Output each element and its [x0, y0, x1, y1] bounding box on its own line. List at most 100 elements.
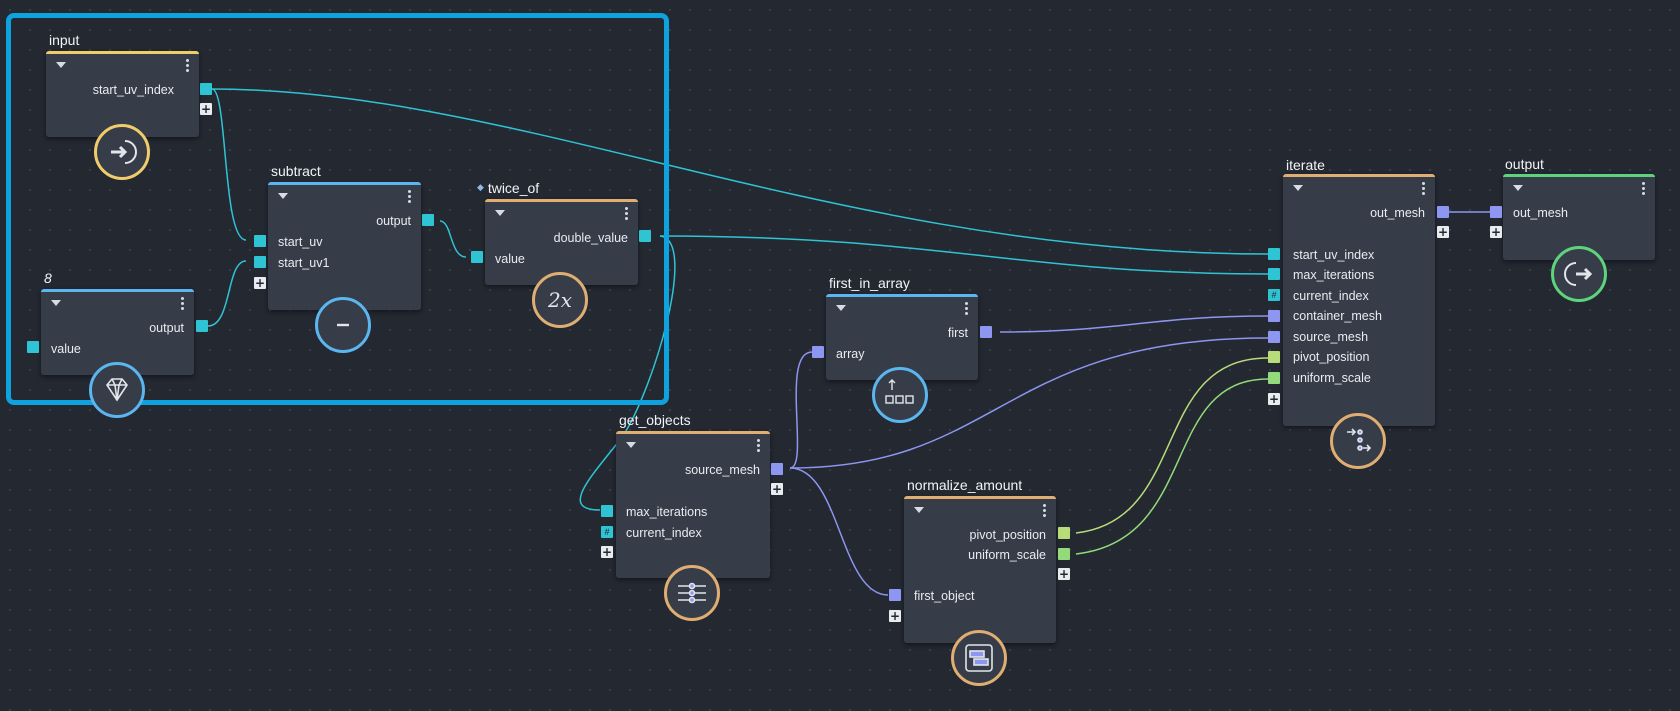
node-menu-icon[interactable]	[408, 190, 411, 203]
port-first-object-in[interactable]	[889, 589, 901, 601]
wire-source-mesh-to-first-in-array[interactable]	[789, 351, 813, 469]
node-header-bar	[904, 496, 1056, 499]
node-normalize-amount[interactable]: pivot_position uniform_scale first_objec…	[904, 496, 1056, 643]
add-port-button[interactable]: +	[1268, 392, 1280, 406]
port-pivot-position-in[interactable]	[1268, 351, 1280, 363]
node-title-get-objects: get_objects	[619, 412, 691, 428]
node-menu-icon[interactable]	[1642, 182, 1645, 195]
port-value-in[interactable]	[471, 251, 483, 263]
arrow-out-bracket-icon	[1551, 246, 1607, 302]
node-title-text: twice_of	[487, 180, 540, 196]
port-max-iterations-in[interactable]	[601, 505, 613, 517]
collapse-triangle-icon[interactable]	[1293, 185, 1303, 191]
port-max-iterations-in[interactable]	[1268, 268, 1280, 280]
collapse-triangle-icon[interactable]	[836, 305, 846, 311]
normalize-icon	[951, 630, 1007, 686]
port-label-first: first	[947, 326, 968, 340]
wire-first-to-container-mesh[interactable]	[999, 315, 1269, 333]
port-label-source-mesh: source_mesh	[1293, 330, 1369, 344]
hash-icon[interactable]: #	[601, 526, 613, 538]
collapse-triangle-icon[interactable]	[56, 62, 66, 68]
port-container-mesh-in[interactable]	[1268, 310, 1280, 322]
arrow-into-bracket-icon	[94, 124, 150, 180]
port-source-mesh-in[interactable]	[1268, 331, 1280, 343]
node-menu-icon[interactable]	[186, 59, 189, 72]
wire-twice-of-to-iterate[interactable]	[659, 235, 1269, 275]
wire-pivot-to-iterate[interactable]	[1075, 357, 1269, 534]
add-port-button[interactable]: +	[254, 276, 266, 290]
port-label-max-iterations: max_iterations	[1293, 268, 1375, 282]
port-start-uv-in[interactable]	[254, 235, 266, 247]
port-label-current-index: current_index	[1293, 289, 1369, 303]
port-label-source-mesh: source_mesh	[684, 463, 760, 477]
badge-text: 2x	[547, 288, 572, 312]
port-label-uniform-scale: uniform_scale	[968, 548, 1046, 562]
collapse-triangle-icon[interactable]	[914, 507, 924, 513]
node-title-first-in-array: first_in_array	[829, 275, 910, 291]
port-output-out[interactable]	[422, 214, 434, 226]
pin-icon: ◆	[477, 182, 484, 192]
node-menu-icon[interactable]	[1422, 182, 1425, 195]
wire-scale-to-iterate[interactable]	[1075, 378, 1269, 555]
add-port-button[interactable]: +	[601, 545, 613, 559]
loop-steps-icon	[1330, 413, 1386, 469]
port-label-value: value	[495, 252, 525, 266]
port-first-out[interactable]	[980, 326, 992, 338]
node-twice-of[interactable]: double_value value	[485, 199, 638, 285]
node-first-in-array[interactable]: first array	[826, 294, 978, 380]
port-out-mesh-in[interactable]	[1490, 206, 1502, 218]
port-label-current-index: current_index	[626, 526, 702, 540]
node-header-bar	[46, 51, 199, 54]
port-double-value-out[interactable]	[639, 230, 651, 242]
add-port-button[interactable]: +	[889, 609, 901, 623]
collapse-triangle-icon[interactable]	[51, 300, 61, 306]
port-label-container-mesh: container_mesh	[1293, 309, 1382, 323]
hash-icon[interactable]: #	[1268, 289, 1280, 301]
node-eight[interactable]: output value	[41, 289, 194, 375]
node-title-twice-of: ◆ twice_of	[477, 180, 539, 196]
port-value-in[interactable]	[27, 341, 39, 353]
collapse-triangle-icon[interactable]	[495, 210, 505, 216]
wire-source-mesh-to-normalize[interactable]	[789, 467, 889, 596]
port-start-uv1-in[interactable]	[254, 256, 266, 268]
node-menu-icon[interactable]	[965, 302, 968, 315]
node-subtract[interactable]: output start_uv start_uv1	[268, 182, 421, 310]
port-start-uv-index-out[interactable]	[200, 83, 212, 95]
port-output-out[interactable]	[196, 320, 208, 332]
selection-frame	[6, 13, 669, 405]
port-label-value: value	[51, 342, 81, 356]
port-array-in[interactable]	[812, 346, 824, 358]
port-label-start-uv1: start_uv1	[278, 256, 330, 270]
port-label-double-value: double_value	[553, 231, 628, 245]
node-title-output: output	[1505, 156, 1544, 172]
node-title-subtract: subtract	[271, 163, 321, 179]
node-header-bar	[41, 289, 194, 292]
node-title-normalize-amount: normalize_amount	[907, 477, 1023, 493]
collapse-triangle-icon[interactable]	[278, 193, 288, 199]
add-port-button[interactable]: +	[1490, 225, 1502, 239]
node-input[interactable]: start_uv_index	[46, 51, 199, 137]
iterate-grid-icon	[664, 565, 720, 621]
port-uniform-scale-in[interactable]	[1268, 372, 1280, 384]
node-get-objects[interactable]: source_mesh max_iterations current_index	[616, 431, 770, 578]
port-label-pivot-position: pivot_position	[969, 528, 1046, 542]
port-out-mesh-out[interactable]	[1437, 206, 1449, 218]
add-port-button[interactable]: +	[771, 482, 783, 496]
add-port-button[interactable]: +	[1437, 225, 1449, 239]
diamond-icon	[89, 362, 145, 418]
port-source-mesh-out[interactable]	[771, 463, 783, 475]
node-menu-icon[interactable]	[757, 439, 760, 452]
add-port-button[interactable]: +	[1058, 567, 1070, 581]
port-uniform-scale-out[interactable]	[1058, 548, 1070, 560]
port-start-uv-index-in[interactable]	[1268, 248, 1280, 260]
port-pivot-position-out[interactable]	[1058, 527, 1070, 539]
add-port-button[interactable]: +	[200, 102, 212, 116]
node-menu-icon[interactable]	[181, 297, 184, 310]
node-menu-icon[interactable]	[1043, 504, 1046, 517]
node-iterate[interactable]: out_mesh start_uv_index max_iterations c…	[1283, 174, 1435, 426]
collapse-triangle-icon[interactable]	[626, 442, 636, 448]
node-output[interactable]: out_mesh	[1503, 174, 1655, 260]
port-label-start-uv: start_uv	[278, 235, 323, 249]
node-menu-icon[interactable]	[625, 207, 628, 220]
collapse-triangle-icon[interactable]	[1513, 185, 1523, 191]
